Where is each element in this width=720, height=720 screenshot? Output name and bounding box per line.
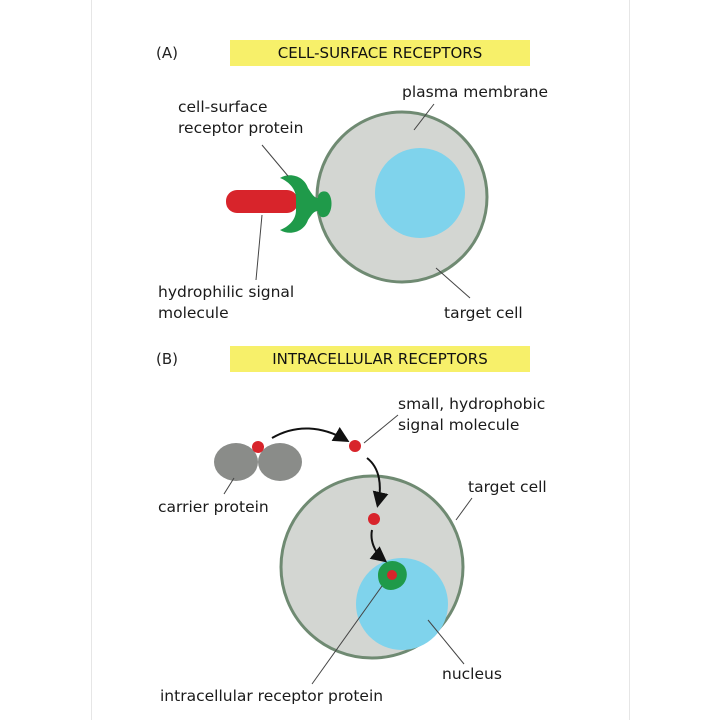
leader-small-hydrophobic xyxy=(363,414,399,444)
leader-receptor-protein xyxy=(261,144,289,177)
label-small-line1: small, hydrophobic xyxy=(398,395,546,413)
leader-intracellular-receptor xyxy=(311,585,383,685)
label-signal-line2: molecule xyxy=(158,304,229,322)
label-carrier-protein: carrier protein xyxy=(158,498,269,516)
frame-edge-left xyxy=(91,0,92,720)
carrier-protein-right-lobe xyxy=(258,443,302,481)
carrier-protein-left-lobe xyxy=(214,443,258,481)
panel-a-nucleus xyxy=(375,148,465,238)
label-plasma-membrane: plasma membrane xyxy=(402,83,549,101)
arrow-free-to-cell xyxy=(366,457,389,508)
arrow-carrier-to-free xyxy=(271,427,350,443)
cell-surface-receptor-protein xyxy=(280,175,332,233)
label-receptor-line1: cell-surface xyxy=(178,98,268,116)
leader-carrier-protein xyxy=(223,477,235,495)
label-target-cell-a: target cell xyxy=(444,304,523,322)
leader-target-cell-a xyxy=(435,267,471,299)
leader-target-cell-b xyxy=(455,497,473,521)
intracellular-signal-molecule xyxy=(368,513,380,525)
panel-a-title: CELL-SURFACE RECEPTORS xyxy=(230,40,530,66)
hydrophilic-signal-molecule xyxy=(226,190,298,213)
label-target-cell-b: target cell xyxy=(468,478,547,496)
frame-edge-right xyxy=(629,0,630,720)
receptor-bound-signal xyxy=(387,570,397,580)
panel-b-letter: (B) xyxy=(156,350,178,368)
panel-a-letter: (A) xyxy=(156,44,178,62)
label-receptor-line2: receptor protein xyxy=(178,119,304,137)
arrow-cell-to-receptor xyxy=(369,529,388,563)
label-small-line2: signal molecule xyxy=(398,416,520,434)
label-intracellular-receptor: intracellular receptor protein xyxy=(160,687,384,705)
leader-plasma-membrane xyxy=(413,103,435,131)
free-signal-molecule xyxy=(349,440,361,452)
label-nucleus: nucleus xyxy=(442,665,502,683)
carrier-bound-signal xyxy=(252,441,264,453)
leader-nucleus xyxy=(427,619,465,665)
leader-hydrophilic-signal xyxy=(255,214,263,281)
panel-b-title: INTRACELLULAR RECEPTORS xyxy=(230,346,530,372)
label-signal-line1: hydrophilic signal xyxy=(158,283,295,301)
